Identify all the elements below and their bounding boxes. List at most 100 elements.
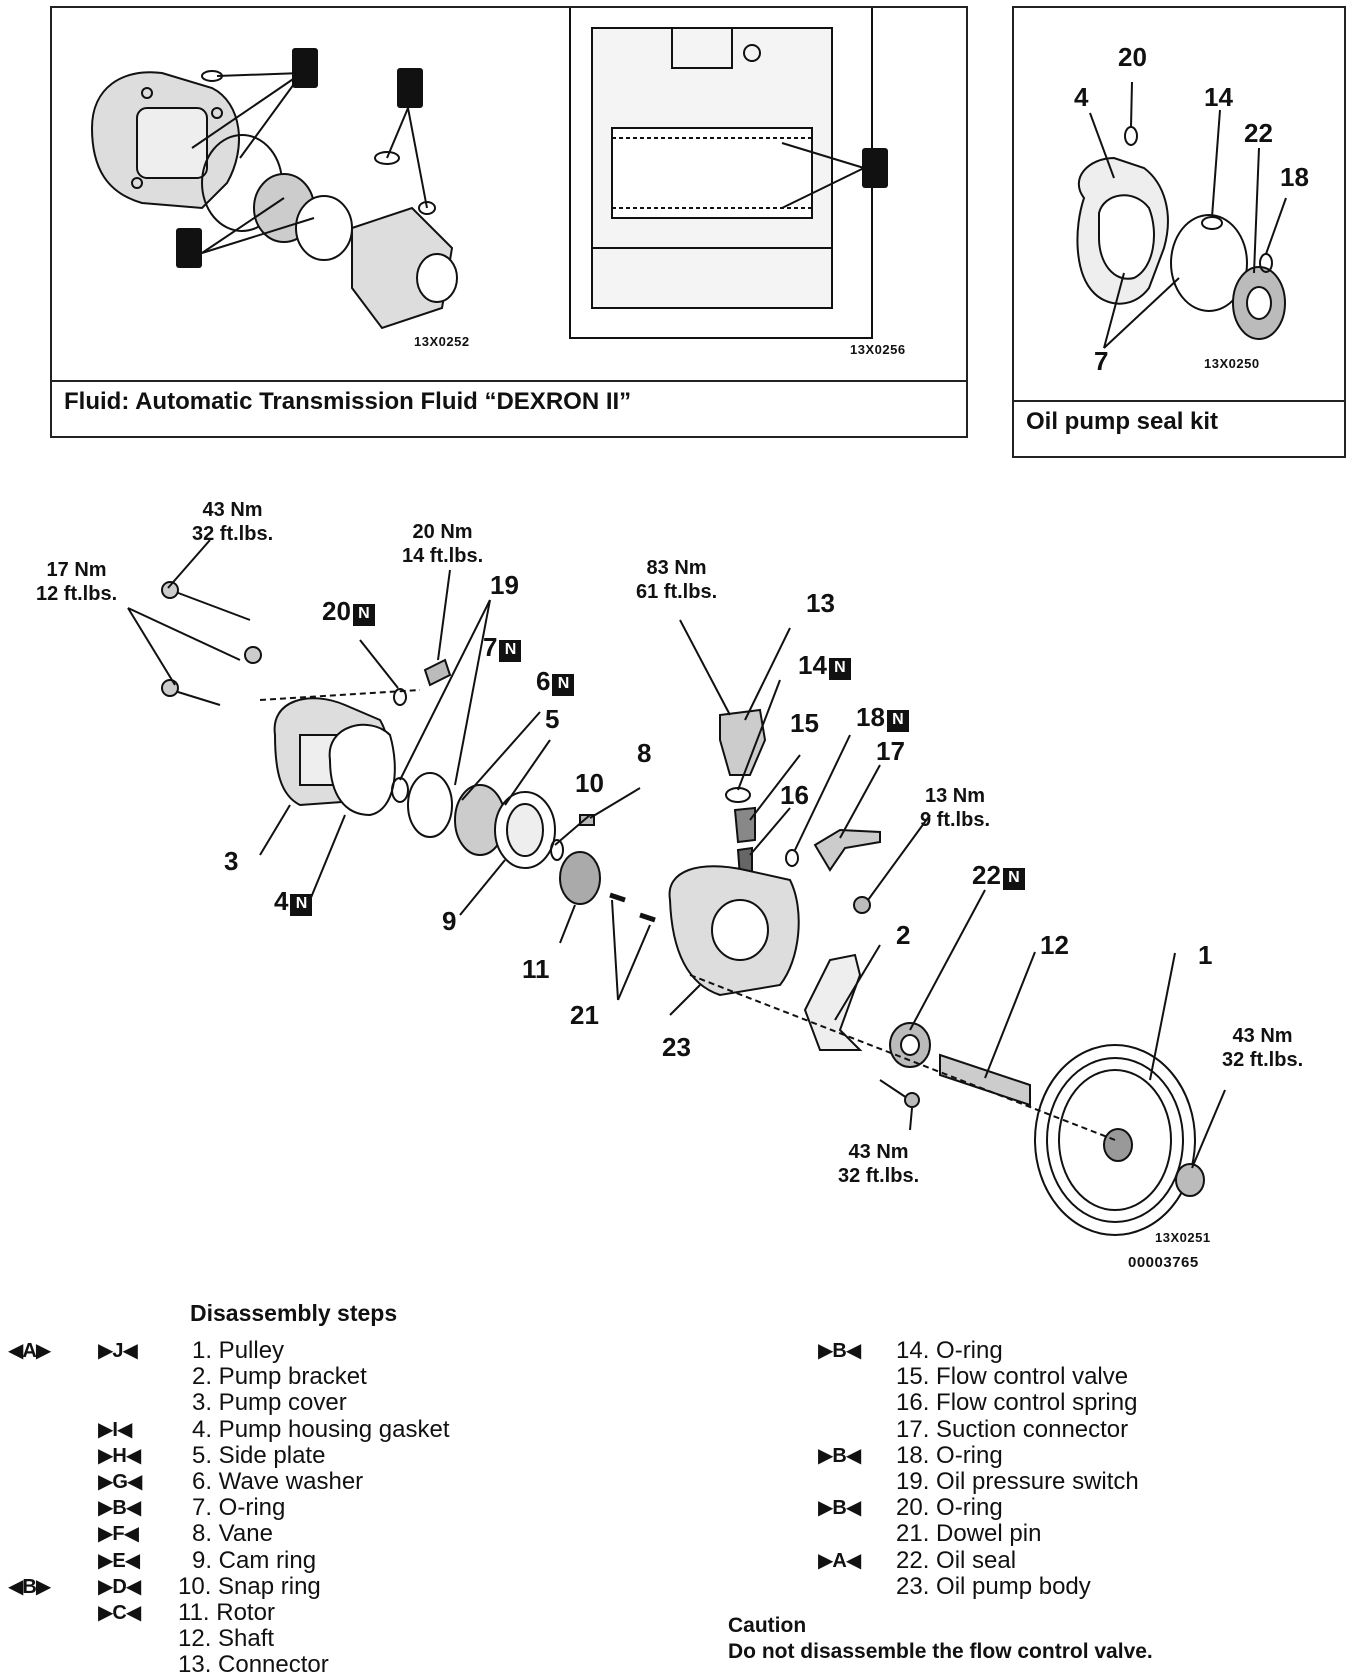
step-item: 10. Snap ring (178, 1572, 321, 1600)
service-marker: ▶C◀ (98, 1602, 141, 1624)
service-marker: ▶I◀ (98, 1418, 132, 1441)
fluid-illustration (90, 8, 888, 339)
step-item: 17. Suction connector (896, 1415, 1129, 1443)
service-marker: ▶H◀ (98, 1444, 141, 1467)
step-item: 13. Connector (178, 1651, 329, 1679)
seal-kit-illustration (1076, 81, 1287, 349)
step-item: 16. Flow control spring (896, 1389, 1138, 1417)
step-item: 21. Dowel pin (896, 1520, 1042, 1548)
figure-code-right: 13X0256 (850, 342, 906, 357)
torque-20nm: 20 Nm 14 ft.lbs. (402, 521, 484, 567)
step-item: 22. Oil seal (896, 1546, 1017, 1574)
label-15: 15 (790, 708, 819, 738)
step-item: 5. Side plate (192, 1441, 326, 1469)
service-marker: ▶J◀ (98, 1340, 138, 1362)
label-17: 17 (876, 736, 905, 766)
service-marker: ▶B◀ (98, 1497, 141, 1520)
step-item: 19. Oil pressure switch (896, 1468, 1139, 1495)
label-20-number: 20 (322, 596, 351, 626)
new-part-badge: N (886, 710, 909, 732)
torque-43nm-pulley: 43 Nm 32 ft.lbs. (1222, 1025, 1304, 1071)
fluid-illustration-box: 13X0252 13X0256 Fluid: Automatic Transmi… (50, 6, 968, 438)
label-1: 1 (1198, 940, 1213, 970)
service-marker-left: ◀B▶ (8, 1575, 51, 1598)
label-6-number: 6 (536, 666, 551, 696)
figure-code-doc: 00003765 (1128, 1254, 1199, 1271)
fluid-caption: Fluid: Automatic Transmission Fluid “DEX… (52, 380, 966, 436)
label-13: 13 (806, 588, 835, 618)
label-14-number: 14 (798, 650, 827, 680)
service-marker: ▶G◀ (98, 1471, 142, 1493)
label-18-number: 18 (856, 702, 885, 732)
torque-43nm-bracket: 43 Nm 32 ft.lbs. (838, 1141, 920, 1187)
label-9: 9 (442, 906, 457, 936)
step-item: 2. Pump bracket (192, 1363, 367, 1391)
torque-83nm: 83 Nm 61 ft.lbs. (636, 557, 718, 603)
label-4-number: 4 (274, 886, 289, 916)
step-item: 12. Shaft (178, 1625, 275, 1653)
new-part-badge: N (1002, 868, 1025, 890)
figure-code-main: 13X0251 (1155, 1230, 1211, 1245)
label-12: 12 (1040, 930, 1069, 960)
service-marker: ▶A◀ (818, 1549, 861, 1572)
service-marker: ▶E◀ (98, 1549, 140, 1572)
caution-body: Do not disassemble the flow control valv… (728, 1640, 1153, 1663)
step-item: 8. Vane (192, 1520, 273, 1548)
label-10: 10 (575, 768, 604, 798)
step-item: 3. Pump cover (192, 1389, 347, 1417)
seal-kit-box: 20 4 14 22 18 7 13X0250 Oil pump seal ki… (1012, 6, 1346, 458)
service-marker: ▶B◀ (818, 1340, 861, 1362)
step-item: 20. O-ring (896, 1494, 1003, 1522)
step-item: 23. Oil pump body (896, 1572, 1091, 1600)
new-part-badge: N (552, 674, 575, 696)
service-marker: ▶B◀ (818, 1444, 861, 1467)
step-item: 7. O-ring (192, 1494, 286, 1522)
step-item: 1. Pulley (192, 1337, 285, 1364)
steps-title: Disassembly steps (190, 1300, 398, 1326)
new-part-badge: N (290, 894, 313, 916)
step-item: 9. Cam ring (192, 1546, 317, 1574)
torque-17nm: 17 Nm 12 ft.lbs. (36, 559, 118, 605)
seal-label-20: 20 (1118, 42, 1147, 72)
service-marker: ▶F◀ (98, 1523, 139, 1546)
seal-label-7: 7 (1094, 346, 1109, 376)
service-marker-left: ◀A▶ (8, 1340, 51, 1362)
label-23: 23 (662, 1032, 691, 1062)
label-19: 19 (490, 570, 519, 600)
service-marker: ▶D◀ (98, 1575, 141, 1598)
label-3: 3 (224, 846, 239, 876)
new-part-badge: N (352, 604, 375, 626)
step-item: 4. Pump housing gasket (192, 1415, 450, 1443)
label-16: 16 (780, 780, 809, 810)
torque-13nm: 13 Nm 9 ft.lbs. (920, 785, 991, 831)
step-item: 6. Wave washer (192, 1468, 364, 1495)
label-2: 2 (896, 920, 911, 950)
label-8: 8 (637, 738, 652, 768)
seal-label-22: 22 (1244, 118, 1273, 148)
seal-kit-caption: Oil pump seal kit (1014, 400, 1344, 456)
seal-label-18: 18 (1280, 162, 1309, 192)
label-7-number: 7 (483, 632, 498, 662)
seal-label-4: 4 (1074, 82, 1089, 112)
step-item: 11. Rotor (178, 1599, 275, 1626)
new-part-badge: N (828, 658, 851, 680)
label-11: 11 (522, 954, 550, 984)
step-item: 15. Flow control valve (896, 1363, 1129, 1391)
label-21: 21 (570, 1000, 599, 1030)
label-5: 5 (545, 704, 560, 734)
figure-code-left: 13X0252 (414, 334, 470, 349)
service-marker: ▶B◀ (818, 1497, 861, 1520)
new-part-badge: N (499, 640, 522, 662)
seal-label-14: 14 (1204, 82, 1233, 112)
seal-kit-code: 13X0250 (1204, 356, 1260, 371)
label-22-number: 22 (972, 860, 1001, 890)
torque-43nm-top: 43 Nm 32 ft.lbs. (192, 499, 274, 545)
caution-title: Caution (728, 1614, 807, 1637)
